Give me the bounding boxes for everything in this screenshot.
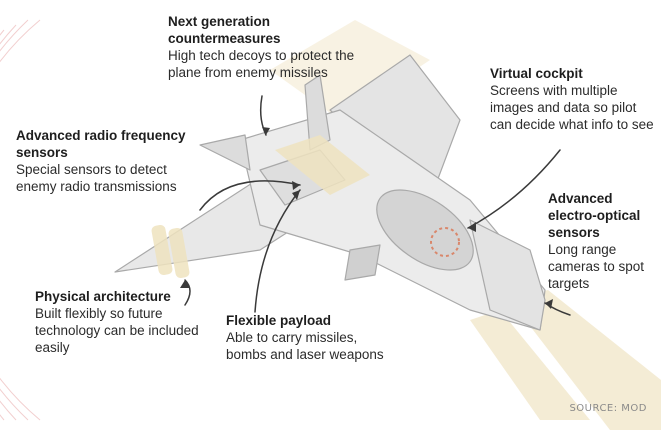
callout-electro-optical: Advanced electro-optical sensors Long ra… (548, 190, 658, 292)
callout-countermeasures: Next generation countermeasures High tec… (168, 13, 368, 81)
architecture-highlight (151, 224, 190, 279)
callout-countermeasures-title: Next generation countermeasures (168, 14, 281, 46)
callout-cockpit-title: Virtual cockpit (490, 66, 583, 81)
callout-radio-title: Advanced radio frequency sensors (16, 128, 186, 160)
payload-highlight (275, 135, 370, 195)
sensor-beams (470, 290, 661, 430)
callout-electro-desc: Long range cameras to spot targets (548, 242, 645, 291)
callout-radio-desc: Special sensors to detect enemy radio tr… (16, 162, 177, 194)
callout-payload-title: Flexible payload (226, 313, 332, 328)
radio-waves (0, 19, 41, 421)
callout-countermeasures-desc: High tech decoys to protect the plane fr… (168, 48, 355, 80)
callout-cockpit-desc: Screens with multiple images and data so… (490, 83, 654, 132)
callout-physical-desc: Built flexibly so future technology can … (35, 306, 199, 355)
arrow-heads (180, 127, 553, 309)
callout-virtual-cockpit: Virtual cockpit Screens with multiple im… (490, 65, 655, 133)
callout-radio-sensors: Advanced radio frequency sensors Special… (16, 127, 206, 195)
leader-arrows (184, 95, 571, 316)
cockpit-sensor-marker (430, 227, 460, 257)
source-credit: SOURCE: MOD (569, 403, 647, 414)
callout-physical-architecture: Physical architecture Built flexibly so … (35, 288, 215, 356)
callout-flexible-payload: Flexible payload Able to carry missiles,… (226, 312, 386, 363)
callout-physical-title: Physical architecture (35, 289, 171, 304)
callout-electro-title: Advanced electro-optical sensors (548, 191, 641, 240)
callout-payload-desc: Able to carry missiles, bombs and laser … (226, 330, 384, 362)
